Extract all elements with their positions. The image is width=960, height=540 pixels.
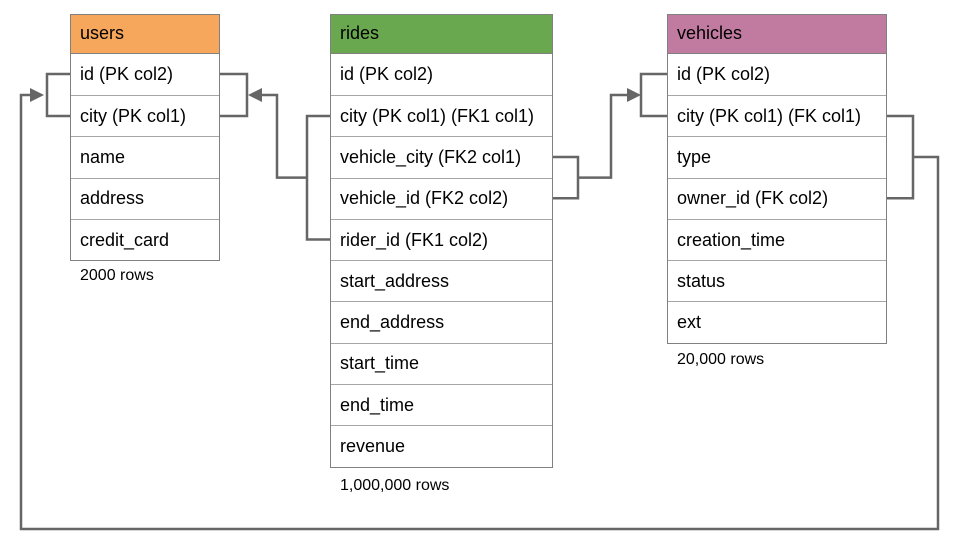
vehicles-fk-bracket (887, 114, 915, 200)
column-row: id (PK col2) (71, 53, 219, 95)
column-row: owner_id (FK col2) (668, 177, 886, 219)
users-pk-bracket-left (45, 72, 70, 118)
column-row: status (668, 260, 886, 302)
rides-fk2-bracket (553, 155, 580, 200)
column-row: vehicle_city (FK2 col1) (331, 136, 552, 178)
table-users: users id (PK col2) city (PK col1) name a… (70, 14, 220, 262)
column-row: id (PK col2) (331, 53, 552, 95)
column-row: ext (668, 301, 886, 343)
column-row: revenue (331, 425, 552, 467)
column-row: end_address (331, 301, 552, 343)
connector-rides-to-vehicles (553, 72, 667, 200)
table-vehicles-header: vehicles (668, 15, 886, 54)
table-rides-header: rides (331, 15, 552, 54)
row-count-label-vehicles: 20,000 rows (677, 351, 765, 368)
column-row: start_time (331, 342, 552, 385)
connector-line-wraparound (19, 93, 940, 531)
column-row: city (PK col1) (FK col1) (668, 94, 886, 137)
table-vehicles: vehicles id (PK col2) city (PK col1) (FK… (667, 14, 887, 344)
column-row: credit_card (71, 218, 219, 261)
column-row: type (668, 136, 886, 178)
column-row: city (PK col1) (71, 94, 219, 137)
table-users-header: users (71, 15, 219, 54)
connector-vehicles-to-users (19, 72, 940, 531)
column-row: name (71, 136, 219, 178)
column-row: address (71, 177, 219, 219)
row-count-label-users: 2000 rows (80, 267, 154, 284)
vehicles-pk-bracket (639, 72, 667, 118)
column-row: vehicle_id (FK2 col2) (331, 177, 552, 219)
connector-line (578, 93, 628, 179)
table-rides: rides id (PK col2) city (PK col1) (FK1 c… (330, 14, 553, 468)
column-row: city (PK col1) (FK1 col1) (331, 94, 552, 137)
users-pk-bracket (220, 72, 249, 118)
column-row: id (PK col2) (668, 53, 886, 95)
arrowhead-into-users-left (30, 88, 44, 102)
column-row: creation_time (668, 218, 886, 261)
row-count-label-rides: 1,000,000 rows (340, 477, 450, 494)
connector-rides-to-users (220, 72, 330, 241)
connector-line (261, 93, 307, 179)
column-row: end_time (331, 384, 552, 426)
column-row: rider_id (FK1 col2) (331, 218, 552, 261)
arrowhead-into-users-right (248, 88, 262, 102)
arrowhead-into-vehicles-left (627, 88, 641, 102)
column-row: start_address (331, 260, 552, 302)
rides-fk1-bracket (305, 114, 330, 241)
